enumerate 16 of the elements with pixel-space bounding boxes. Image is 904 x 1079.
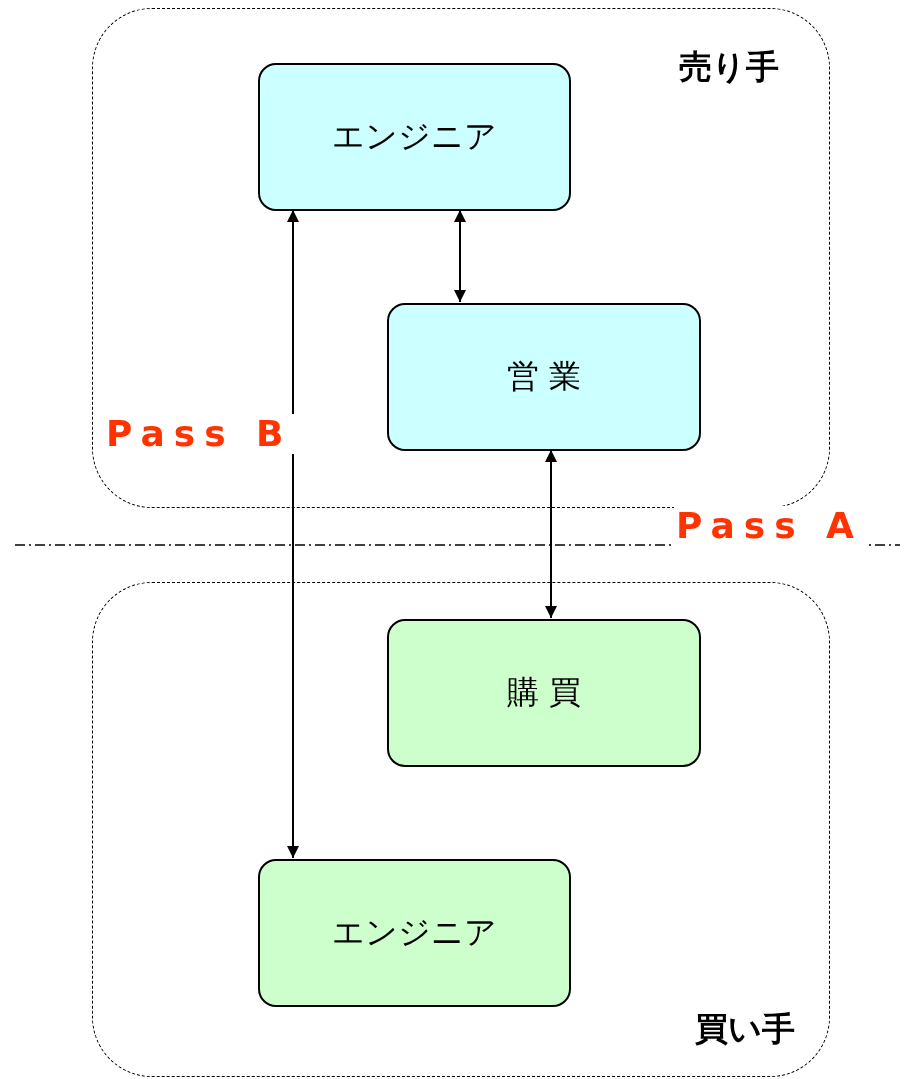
role-label: エンジニア bbox=[332, 116, 497, 157]
double-arrow bbox=[545, 449, 557, 619]
role-box bbox=[387, 619, 701, 767]
group-title: 買い手 bbox=[695, 1008, 795, 1050]
role-box bbox=[387, 303, 701, 451]
role-label: エンジニア bbox=[332, 912, 497, 953]
role-label: 購 買 bbox=[506, 672, 582, 713]
group-frame bbox=[92, 8, 830, 508]
group-title: 売り手 bbox=[679, 46, 779, 88]
role-label: 営 業 bbox=[506, 356, 582, 397]
double-arrow bbox=[287, 209, 299, 859]
group-frame bbox=[92, 582, 830, 1077]
double-arrow bbox=[454, 209, 466, 303]
edge-label: Pass A bbox=[674, 506, 865, 546]
role-box bbox=[258, 859, 571, 1007]
role-box bbox=[258, 63, 571, 211]
